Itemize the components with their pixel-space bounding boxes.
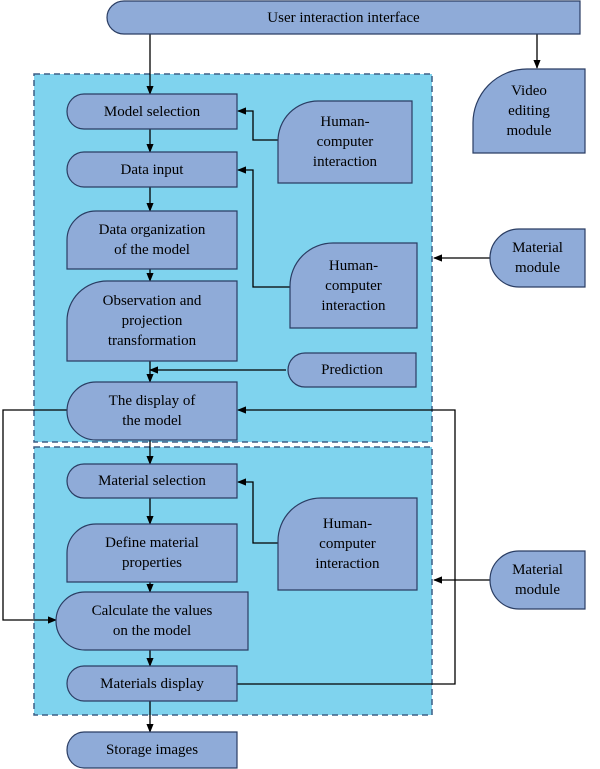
- hci-node-2: [289, 242, 418, 329]
- edge-hci1-to-model-selection: [237, 107, 278, 141]
- hci-node-1: [277, 100, 413, 184]
- model-selection-node: [66, 93, 238, 130]
- materials-display-node: [66, 665, 238, 702]
- user-interaction-interface-node: [106, 0, 581, 35]
- data-organization-node: [66, 210, 238, 270]
- edge-materials-display-to-model-display: [237, 406, 456, 685]
- model-display-node: [66, 381, 238, 441]
- edge-display-to-calculate-loop: [2, 409, 67, 624]
- calculate-values-node: [55, 591, 249, 651]
- material-module-node-1: [489, 228, 586, 288]
- define-material-properties-node: [66, 523, 238, 583]
- edge-hci2-to-data-input: [237, 166, 290, 288]
- nodes: [55, 0, 586, 769]
- hci-node-3: [277, 497, 418, 591]
- material-module-node-2: [489, 550, 586, 610]
- material-selection-node: [66, 463, 238, 499]
- storage-images-node: [66, 731, 238, 769]
- data-input-node: [66, 151, 238, 188]
- prediction-node: [287, 352, 417, 388]
- edge-hci3-to-material-selection: [237, 478, 278, 544]
- edges: [2, 34, 541, 733]
- video-editing-module-node: [472, 68, 586, 154]
- observation-projection-node: [66, 280, 238, 362]
